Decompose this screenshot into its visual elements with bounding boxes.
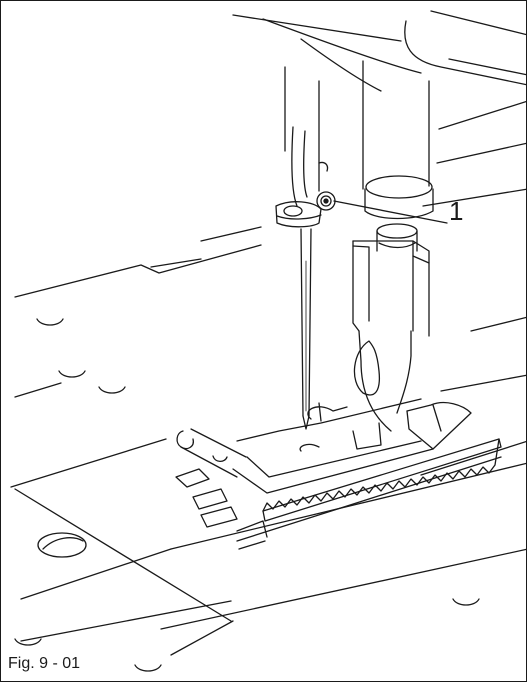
throat-plate (10, 438, 527, 656)
needle-bar-housing (284, 60, 434, 252)
callout-label-1: 1 (449, 196, 464, 226)
bed-plate (14, 226, 527, 672)
needle (300, 228, 312, 430)
figure-caption: Fig. 9 - 01 (8, 655, 81, 672)
presser-foot (176, 398, 472, 494)
feed-dog (236, 438, 502, 550)
callout-leader-line (333, 200, 448, 224)
presser-bar (352, 240, 430, 432)
machine-arm (232, 10, 527, 207)
needle-clamp (275, 161, 336, 228)
